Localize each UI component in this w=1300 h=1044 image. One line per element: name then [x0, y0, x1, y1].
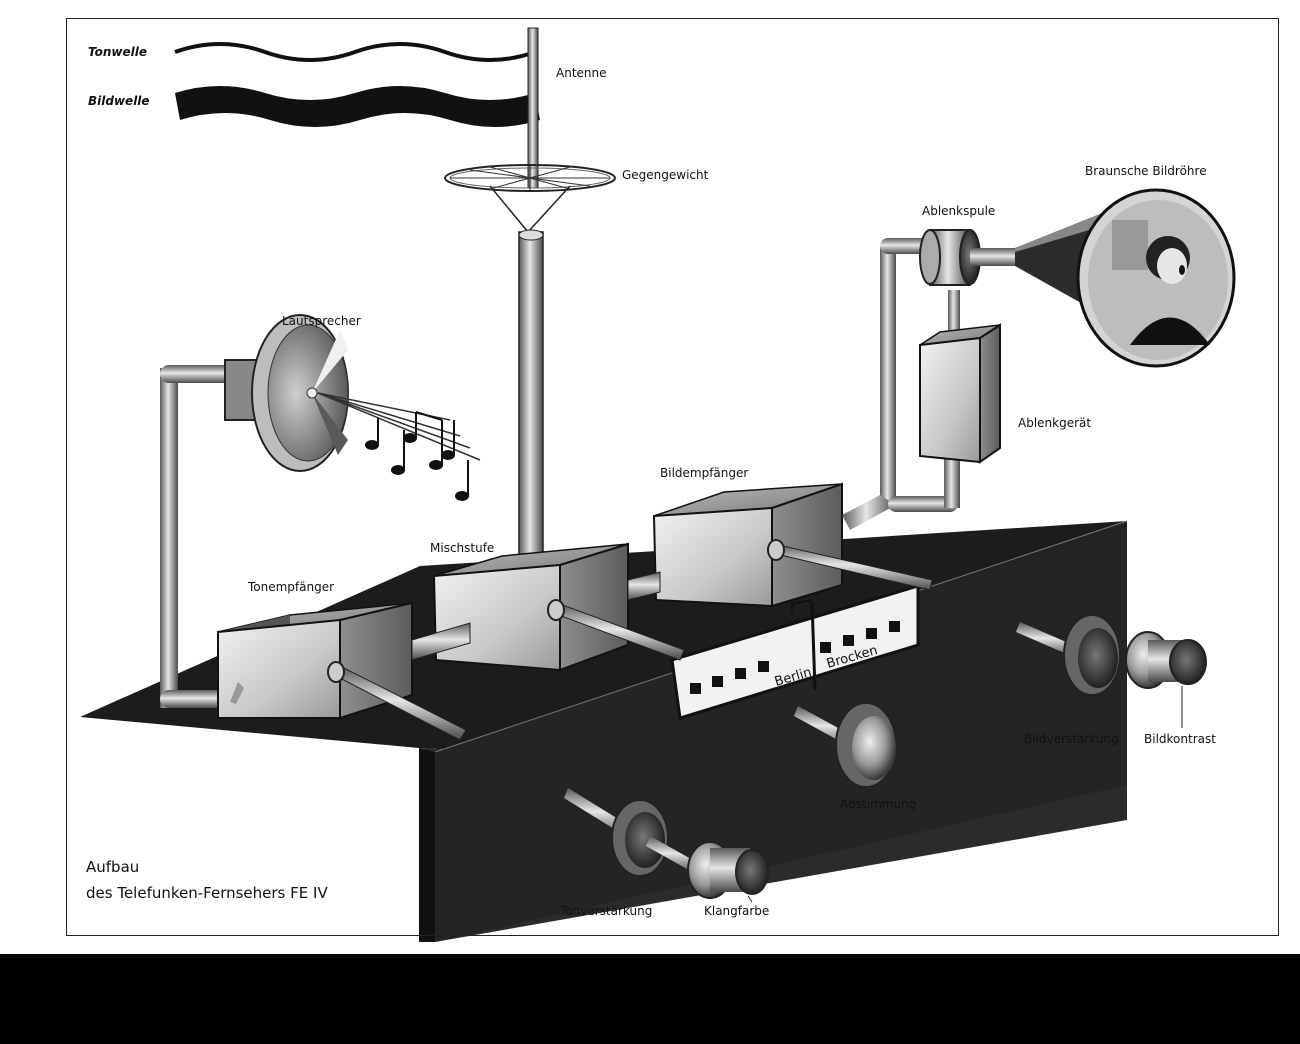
sound-volume-knob[interactable]	[564, 788, 700, 877]
deflection-coil	[919, 229, 1020, 286]
label-ablenkspule: Ablenkspule	[922, 204, 996, 218]
label-tonempfaenger: Tonempfänger	[248, 580, 335, 594]
picture-receiver	[652, 482, 843, 608]
label-bildwelle: Bildwelle	[88, 94, 150, 108]
tone-color-knob[interactable]	[687, 841, 769, 899]
label-klangfarbe: Klangfarbe	[704, 904, 770, 918]
loudspeaker	[224, 314, 481, 472]
label-mischstufe: Mischstufe	[430, 541, 495, 555]
antenna	[444, 27, 616, 563]
label-bildverstaerkung: Bildverstärkung	[1024, 732, 1119, 746]
deflection-device	[919, 323, 1001, 464]
sound-wave	[174, 42, 536, 62]
label-antenne: Antenne	[556, 66, 607, 80]
picture-contrast-knob[interactable]	[1125, 631, 1207, 689]
connecting-rods	[230, 539, 933, 741]
label-abstimmung: Abstimmung	[840, 797, 917, 811]
mixer-stage	[432, 542, 629, 672]
label-gegengewicht: Gegengewicht	[622, 168, 709, 182]
label-braunsche-bildroehre: Braunsche Bildröhre	[1085, 164, 1207, 178]
label-tonverstaerkung: Tonverstärkung	[560, 904, 653, 918]
braun-tube	[1015, 188, 1236, 368]
bottom-bar	[0, 954, 1300, 1044]
station-dial: Berlin Brocken	[670, 583, 920, 720]
caption-line-2: des Telefunken-Fernsehers FE IV	[86, 884, 328, 902]
picture-wave	[175, 86, 540, 127]
tuning-knob[interactable]	[794, 702, 897, 788]
leader-lines	[611, 686, 1183, 903]
label-ablenkgeraet: Ablenkgerät	[1018, 416, 1092, 430]
label-bildkontrast: Bildkontrast	[1144, 732, 1216, 746]
music-notes-icon	[365, 411, 469, 501]
label-lautsprecher: Lautsprecher	[282, 314, 361, 328]
label-tonwelle: Tonwelle	[88, 45, 148, 59]
picture-cable	[842, 238, 960, 530]
picture-amplification-knob[interactable]	[1016, 614, 1121, 696]
caption-line-1: Aufbau	[86, 858, 140, 876]
label-bildempfaenger: Bildempfänger	[660, 466, 749, 480]
